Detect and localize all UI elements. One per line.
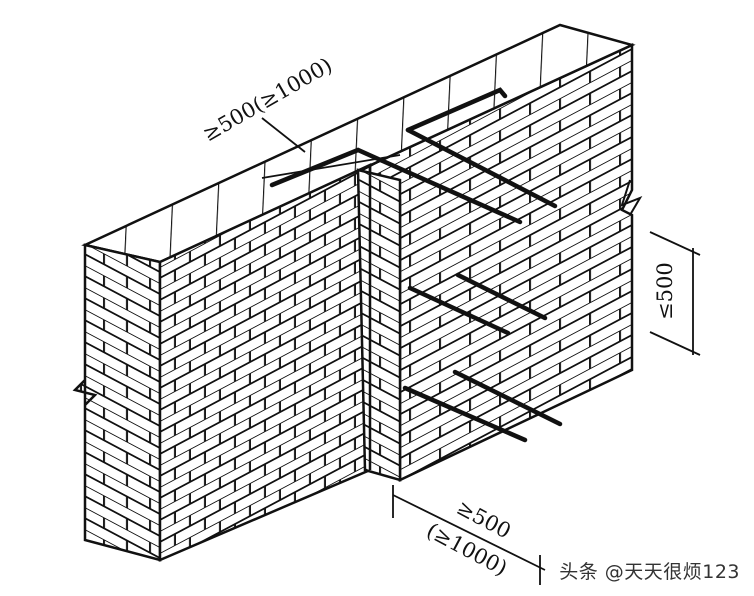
cross-wall xyxy=(356,165,402,482)
label-side-spacing: ≤500 xyxy=(653,262,677,320)
main-wall-left xyxy=(72,163,372,562)
tie-bars xyxy=(269,87,563,443)
break-line-right xyxy=(620,179,643,216)
watermark: 头条 @天天很烦123 xyxy=(559,561,740,583)
dimension-lines xyxy=(261,117,701,585)
label-top-length: ≥500(≥1000) xyxy=(199,53,337,146)
